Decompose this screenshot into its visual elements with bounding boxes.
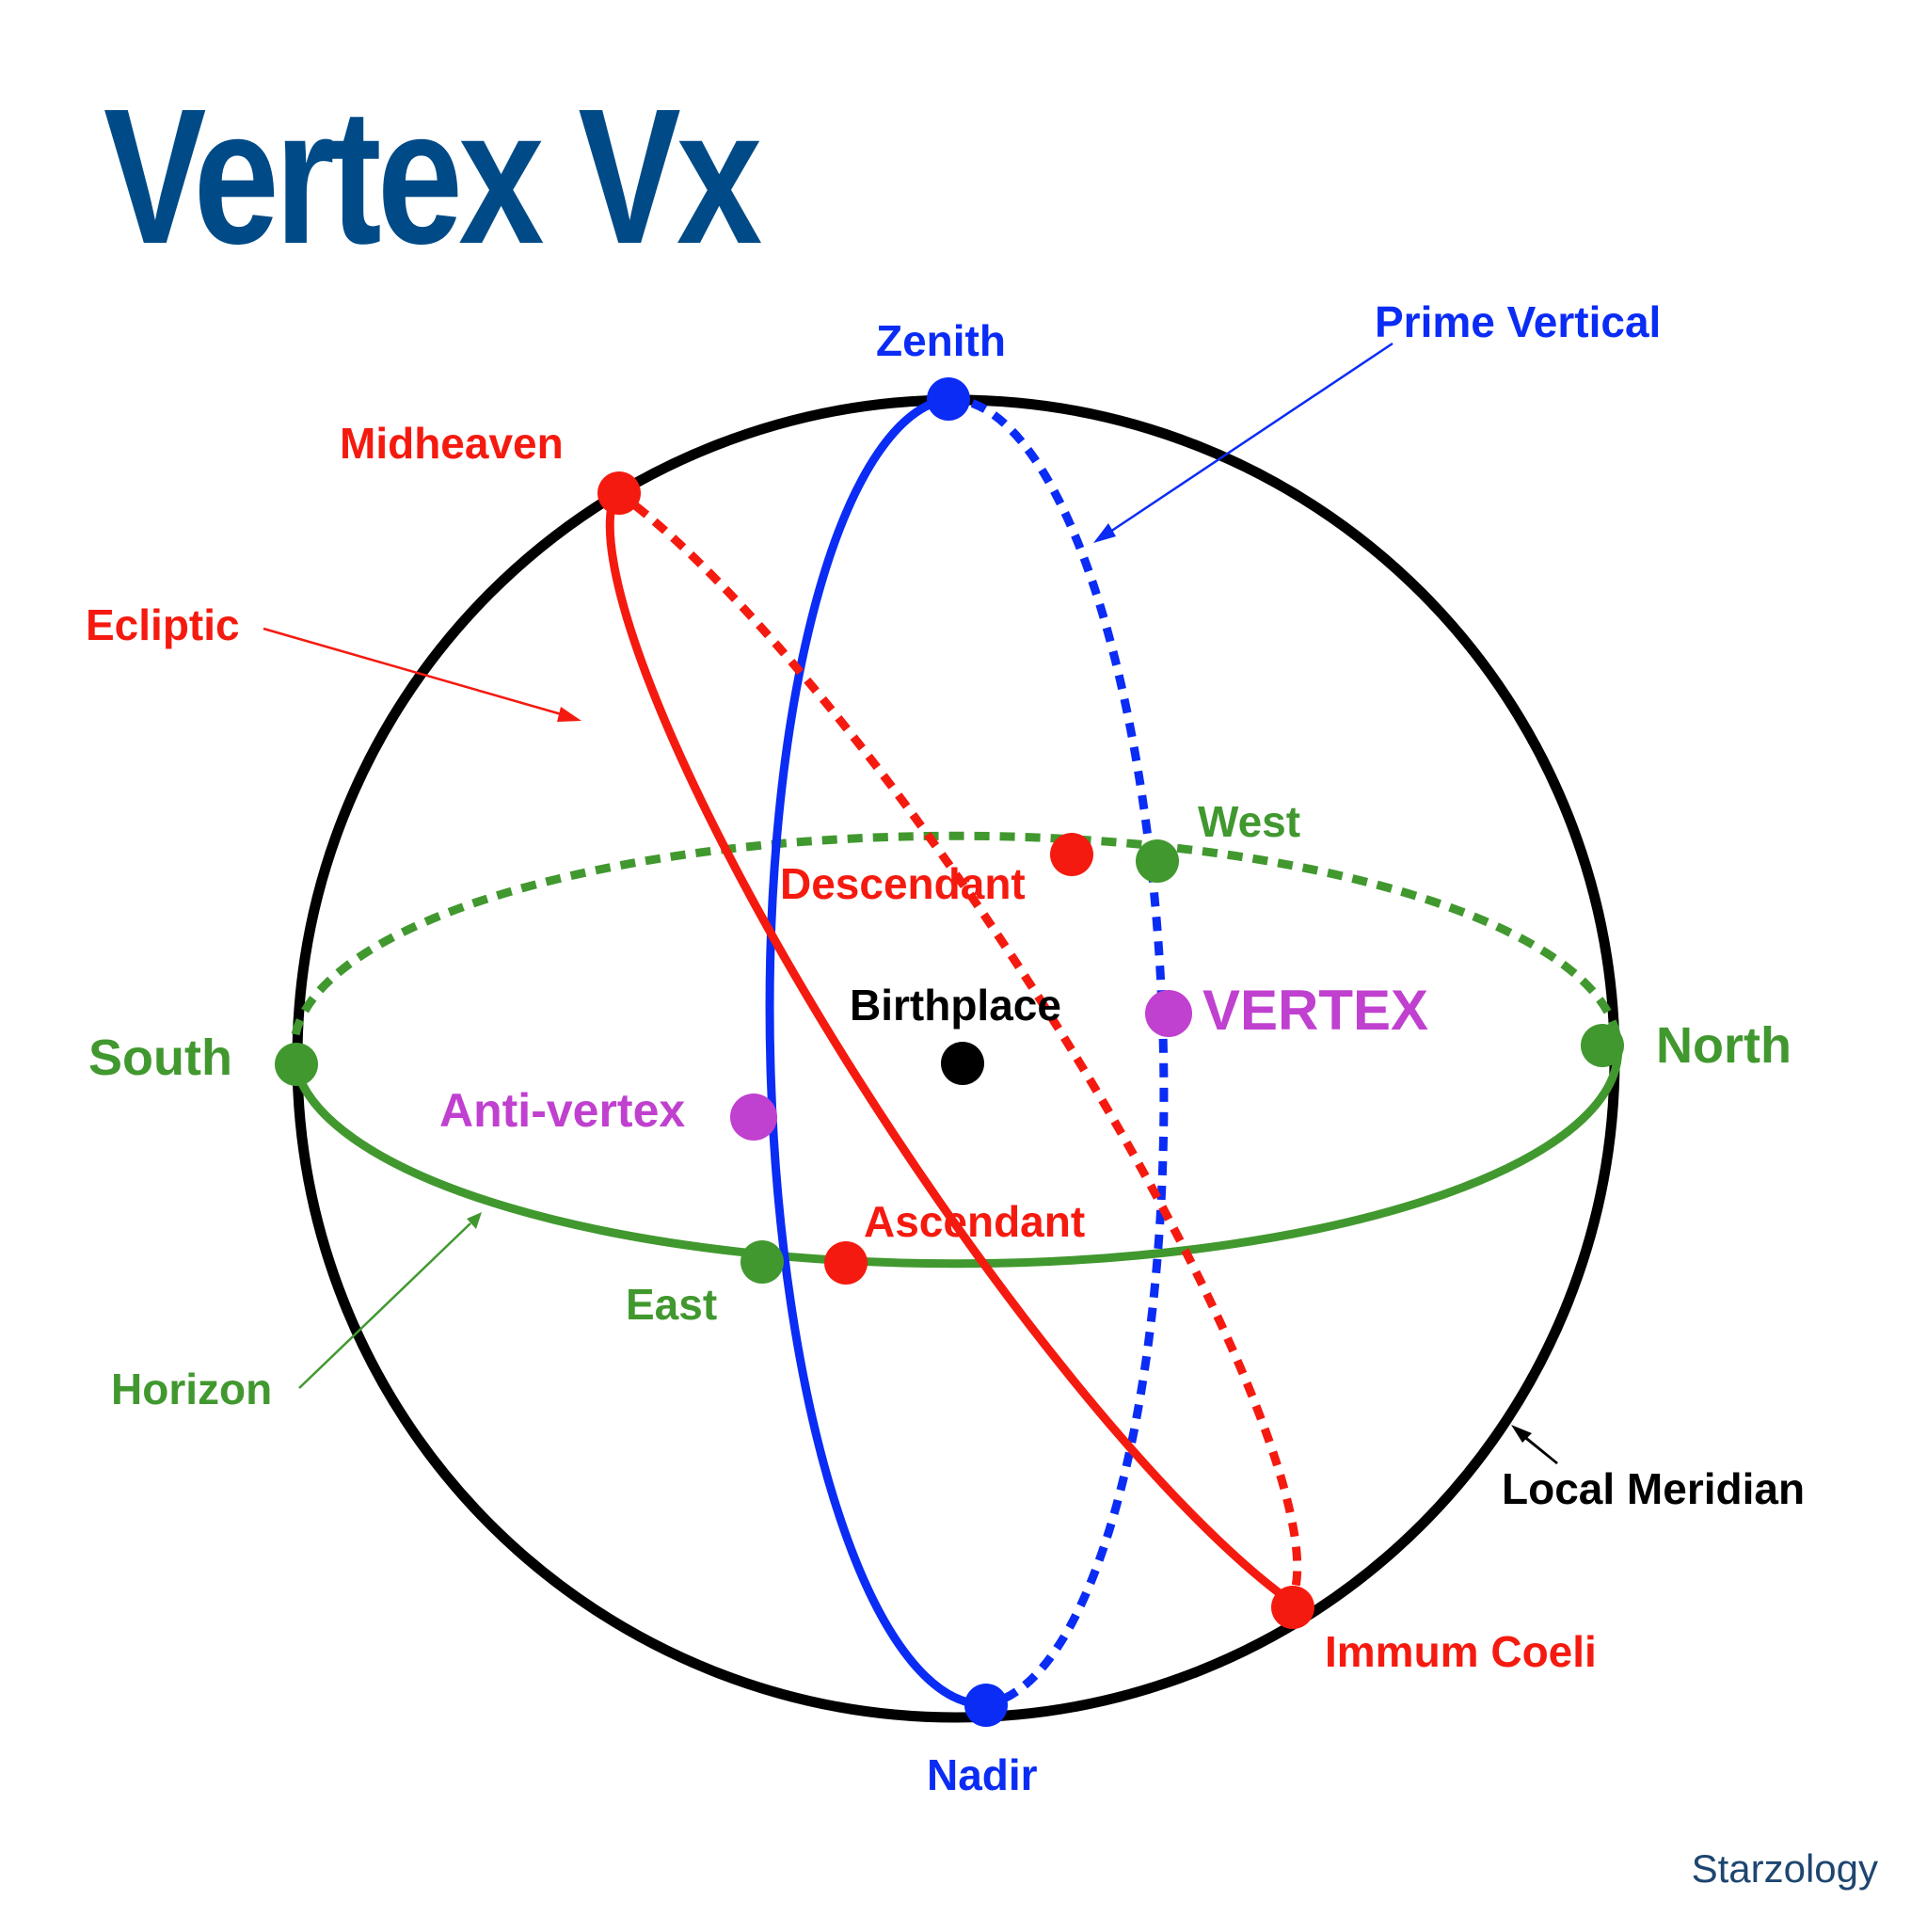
horizon-pointer bbox=[298, 1212, 482, 1389]
page-title: Vertex Vx bbox=[104, 69, 762, 284]
west-point bbox=[1136, 839, 1179, 883]
immum-coeli-label: Immum Coeli bbox=[1325, 1627, 1597, 1676]
nadir-label: Nadir bbox=[927, 1750, 1038, 1799]
east-point bbox=[741, 1240, 784, 1284]
ecliptic-back-arc bbox=[613, 487, 1302, 1604]
north-label: North bbox=[1656, 1017, 1792, 1074]
north-point bbox=[1581, 1024, 1624, 1067]
birthplace-label: Birthplace bbox=[850, 981, 1061, 1030]
prime-vertical-front-arc bbox=[765, 394, 986, 1709]
zenith-label: Zenith bbox=[876, 316, 1006, 365]
east-label: East bbox=[626, 1280, 717, 1329]
ecliptic-label: Ecliptic bbox=[86, 600, 240, 649]
anti-vertex-point bbox=[730, 1094, 777, 1141]
birthplace-point bbox=[941, 1042, 984, 1085]
local-meridian-label: Local Meridian bbox=[1502, 1464, 1805, 1513]
immum-coeli-point bbox=[1271, 1586, 1314, 1629]
west-label: West bbox=[1198, 797, 1300, 846]
midheaven-label: Midheaven bbox=[340, 419, 564, 468]
prime-vertical-back-arc bbox=[948, 394, 1169, 1709]
vertex-label: VERTEX bbox=[1202, 979, 1428, 1042]
south-label: South bbox=[88, 1030, 232, 1086]
horizon-label: Horizon bbox=[111, 1365, 272, 1413]
ascendant-point bbox=[824, 1241, 868, 1285]
midheaven-point bbox=[597, 471, 641, 515]
prime-vertical-label: Prime Vertical bbox=[1375, 297, 1661, 346]
ecliptic-pointer bbox=[263, 627, 581, 722]
ascendant-label: Ascendant bbox=[864, 1197, 1085, 1246]
ecliptic-front-arc bbox=[605, 489, 1294, 1605]
south-point bbox=[275, 1043, 318, 1086]
zenith-point bbox=[927, 377, 970, 421]
descendant-point bbox=[1050, 833, 1093, 876]
descendant-label: Descendant bbox=[780, 859, 1026, 908]
prime-vertical-pointer bbox=[1093, 342, 1393, 543]
local-meridian-pointer bbox=[1511, 1425, 1558, 1464]
anti-vertex-label: Anti-vertex bbox=[439, 1084, 685, 1137]
brand-watermark: Starzology bbox=[1691, 1846, 1878, 1891]
nadir-point bbox=[964, 1684, 1008, 1727]
vertex-point bbox=[1145, 990, 1192, 1037]
